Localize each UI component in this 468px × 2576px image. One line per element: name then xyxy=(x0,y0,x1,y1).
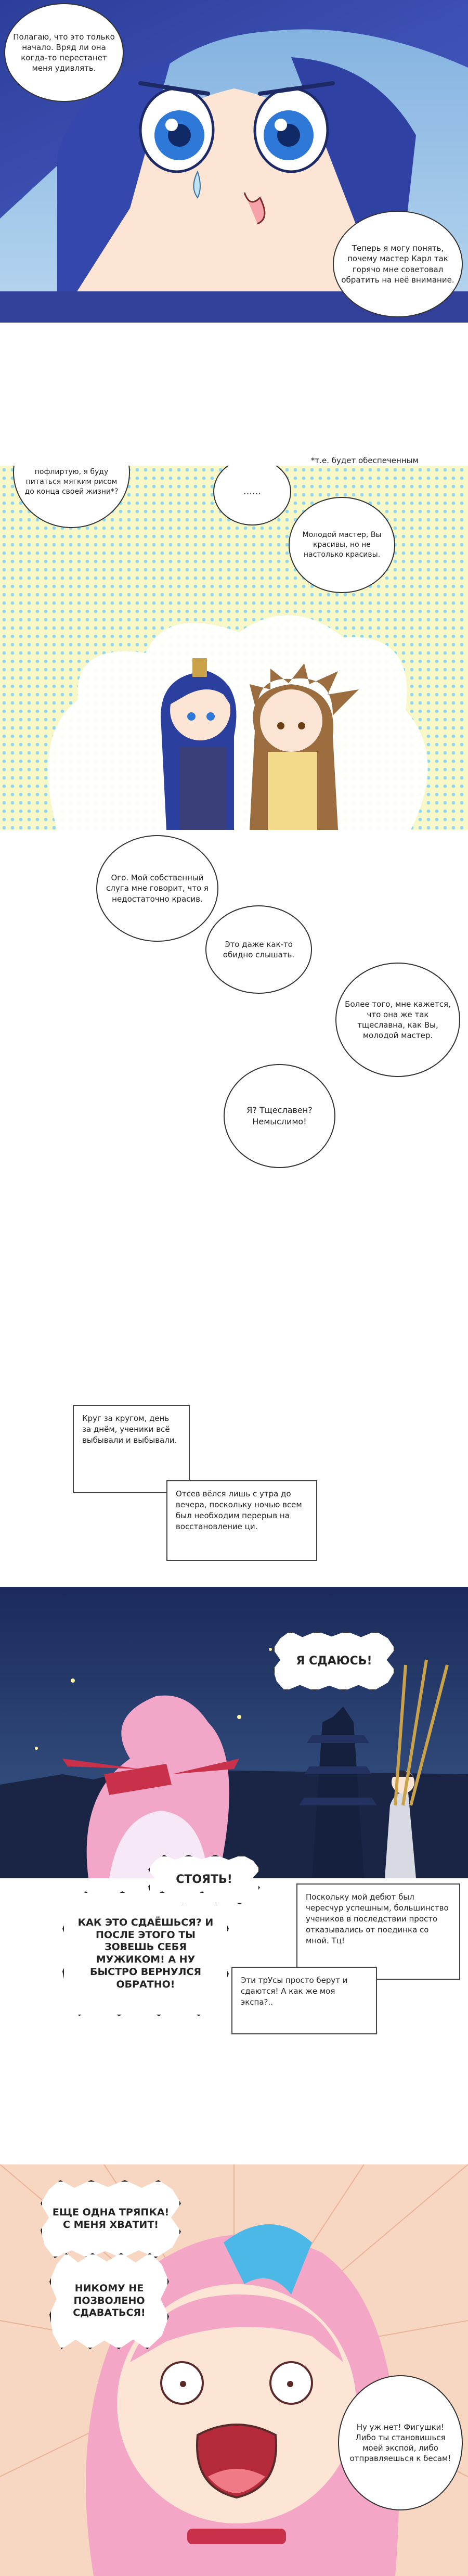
shout-bubble: КАК ЭТО СДАЁШЬСЯ? И ПОСЛЕ ЭТОГО ТЫ ЗОВЕШ… xyxy=(62,1891,229,2016)
speech-bubble: Молодой мастер, Вы красивы, но не настол… xyxy=(289,497,395,593)
panel-7: ЕЩЕ ОДНА ТРЯПКА! С МЕНЯ ХВАТИТ! НИКОМУ Н… xyxy=(0,2164,468,2576)
shout-bubble: НИКОМУ НЕ ПОЗВОЛЕНО СДАВАТЬСЯ! xyxy=(49,2253,169,2349)
speech-bubble: Полагаю, что это только начало. Вряд ли … xyxy=(4,3,124,102)
speech-bubble: Я? Тщеславен? Немыслимо! xyxy=(224,1064,335,1168)
panel-2-art xyxy=(48,615,428,830)
shout-bubble: ЕЩЕ ОДНА ТРЯПКА! С МЕНЯ ХВАТИТ! xyxy=(41,2180,181,2258)
shout-bubble: Я СДАЮСЬ! xyxy=(273,1631,395,1691)
narration-box: Поскольку мой дебют был чересчур успешны… xyxy=(296,1883,460,1980)
narration-box: Круг за кругом, день за днём, ученики вс… xyxy=(73,1405,190,1493)
footnote: *т.е. будет обеспеченным xyxy=(311,456,419,465)
panel-5: Я СДАЮСЬ! xyxy=(0,1587,468,1878)
speech-bubble: Ого. Мой собственный слуга мне говорит, … xyxy=(96,835,218,942)
speech-bubble: …… xyxy=(213,466,291,526)
panel-1: Полагаю, что это только начало. Вряд ли … xyxy=(0,0,468,323)
speech-bubble: Более того, мне кажется, что она же так … xyxy=(335,963,460,1077)
speech-bubble: Это даже как-то обидно слышать. xyxy=(205,905,312,994)
narration-box: Эти трУсы просто берут и сдаются! А как … xyxy=(231,1967,377,2034)
speech-bubble: Ну уж нет! Фигушки! Либо ты становишься … xyxy=(338,2375,463,2510)
panel-2: Как думаешь, если я немного с ней пофлир… xyxy=(0,466,468,830)
speech-bubble: Теперь я могу понять, почему мастер Карл… xyxy=(333,211,463,317)
panel-5-art xyxy=(0,1587,468,1878)
narration-box: Отсев вёлся лишь с утра до вечера, поско… xyxy=(166,1480,317,1561)
